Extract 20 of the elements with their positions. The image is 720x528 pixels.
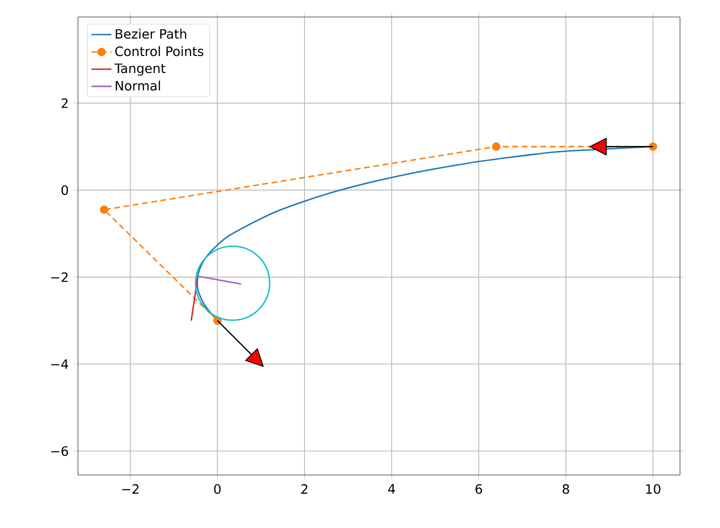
y-tick-label: 0 — [62, 185, 68, 195]
x-tick-label: 6 — [476, 484, 482, 494]
legend-label: Control Points — [115, 46, 204, 56]
x-tick-label: 0 — [214, 484, 221, 494]
y-tick-label: −4 — [51, 359, 68, 369]
legend-label: Tangent — [114, 64, 166, 76]
line-chart: −2 0 2 4 6 8 10 −6 −4 −2 0 2 Bezier Path Control Points Tangent Normal — [51, 12, 686, 494]
legend-label: Normal — [116, 80, 160, 91]
x-tick-label: 8 — [562, 484, 570, 494]
point — [648, 142, 658, 151]
point — [100, 205, 108, 214]
x-tick-label: −2 — [122, 484, 138, 494]
legend-label: Bezier Path — [116, 28, 186, 39]
x-tick-label: 10 — [646, 484, 660, 494]
y-tick-label: −2 — [51, 272, 68, 282]
point — [492, 142, 500, 151]
y-tick-label: −6 — [51, 446, 68, 456]
x-tick-label: 2 — [301, 484, 308, 494]
x-tick-label: 4 — [388, 484, 396, 494]
y-tick-label: 2 — [62, 98, 68, 108]
